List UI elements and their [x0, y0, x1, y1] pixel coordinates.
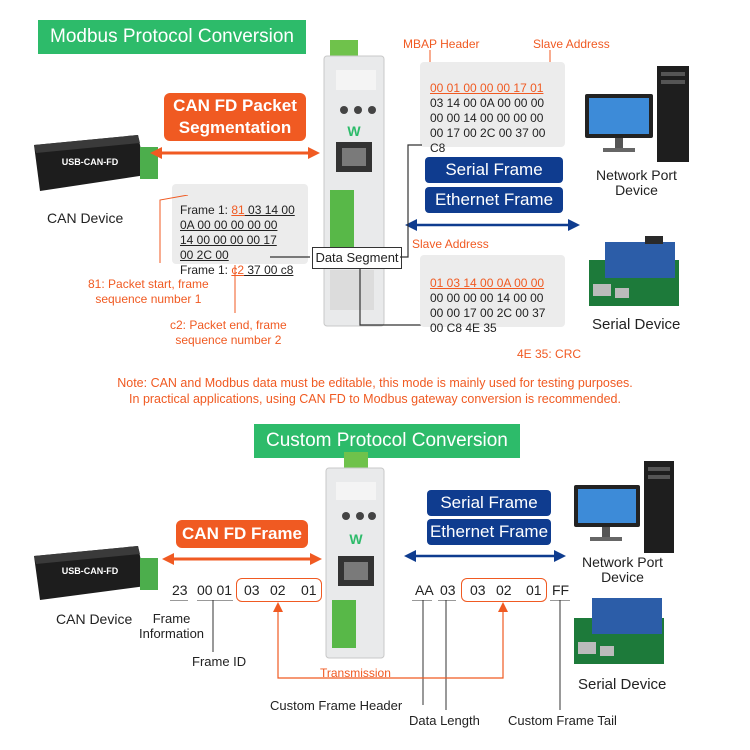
mbap-header-label: MBAP Header [403, 37, 480, 51]
serial-device-label-top: Serial Device [592, 316, 681, 333]
can-data-box [236, 578, 322, 602]
data-segment-lines [270, 144, 425, 326]
serial-data-byte-1: 03 [470, 582, 486, 598]
can-frames-box [172, 184, 308, 264]
note-crc: 4E 35: CRC [517, 347, 582, 361]
token-leader-lines [170, 600, 570, 710]
custom-tail-token: FF [552, 582, 570, 598]
frame-id-label: Frame ID [192, 654, 247, 669]
can-fd-frame-pill: CAN FD Frame [176, 520, 308, 548]
can-double-arrow [150, 147, 320, 159]
serial-double-arrow-top [405, 219, 580, 231]
modbus-title: Modbus Protocol Conversion [38, 20, 306, 54]
ethernet-frame-pill-bottom: Ethernet Frame [427, 519, 551, 545]
custom-header-token: AA [415, 582, 434, 598]
slave-address-label-mid: Slave Address [412, 237, 489, 251]
can-device-label-bottom: CAN Device [56, 611, 133, 627]
svg-text:USB-CAN-FD: USB-CAN-FD [62, 566, 119, 576]
note-leader-lines [159, 195, 236, 313]
serial-hex-box [420, 255, 565, 327]
gateway-device-bottom: W [325, 452, 385, 659]
data-segment-box: Data Segment [312, 247, 402, 269]
serial-device-board-bottom [574, 598, 664, 664]
network-computer-bottom [574, 461, 674, 553]
custom-title: Custom Protocol Conversion [254, 424, 520, 458]
serial-data-byte-2: 02 [496, 582, 512, 598]
svg-text:USB-CAN-FD: USB-CAN-FD [62, 157, 119, 167]
note-text: Note: CAN and Modbus data must be editab… [117, 376, 633, 406]
ethernet-frame-pill-top: Ethernet Frame [425, 187, 563, 213]
slave-address-label-top: Slave Address [533, 37, 610, 51]
data-length-token: 03 [440, 582, 456, 598]
serial-device-board-top [589, 236, 679, 306]
svg-text:W: W [349, 531, 363, 547]
can-device-label-top: CAN Device [47, 210, 124, 226]
can-data-byte-2: 02 [270, 582, 286, 598]
network-computer-top [585, 66, 689, 162]
frame-info-token: 23 [172, 582, 188, 598]
can-device-top: USB-CAN-FD [34, 135, 158, 191]
serial-frame-pill-top: Serial Frame [425, 157, 563, 183]
transmission-label: Transmission [320, 666, 391, 680]
can-double-arrow-bottom [162, 553, 322, 565]
serial-double-arrow-bottom [404, 550, 566, 562]
custom-frame-header-label: Custom Frame Header [270, 698, 403, 713]
serial-frame-pill-bottom: Serial Frame [427, 490, 551, 516]
serial-data-box [461, 578, 547, 602]
can-data-byte-1: 03 [244, 582, 260, 598]
can-data-byte-3: 01 [301, 582, 317, 598]
ethernet-hex-box [420, 62, 565, 147]
data-length-label: Data Length [409, 713, 480, 728]
svg-text:W: W [347, 123, 361, 139]
custom-frame-tail-label: Custom Frame Tail [508, 713, 617, 728]
serial-device-label-bottom: Serial Device [578, 676, 667, 693]
serial-data-byte-3: 01 [526, 582, 542, 598]
can-device-bottom: USB-CAN-FD [34, 546, 158, 600]
frame-id-token: 00 01 [197, 582, 233, 598]
